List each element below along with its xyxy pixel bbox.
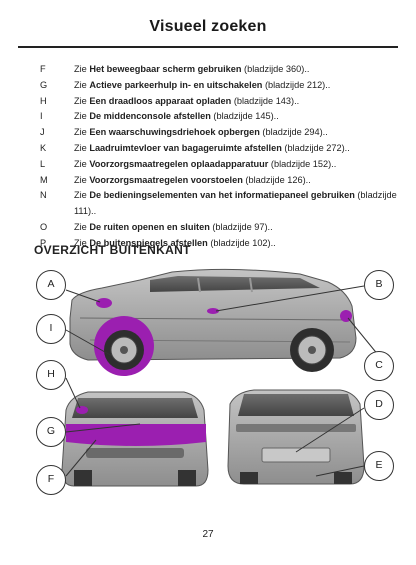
reference-link[interactable]: De bedieningselementen van het informati…: [89, 190, 355, 201]
reference-link[interactable]: De buitenspiegels afstellen: [89, 237, 208, 248]
reference-letter: O: [40, 221, 48, 232]
reference-link[interactable]: Een waarschuwingsdriehoek opbergen: [89, 127, 260, 138]
reference-letter: G: [40, 79, 48, 90]
callout-g[interactable]: G: [36, 417, 66, 447]
callout-b[interactable]: B: [364, 270, 394, 300]
highlight-front-mirror: [76, 406, 88, 414]
page-title: Visueel zoeken: [149, 18, 267, 35]
section-heading: OVERZICHT BUITENKANT: [34, 243, 191, 257]
reference-letter: K: [40, 142, 47, 153]
highlight-front-bumper-sensors: [66, 424, 206, 446]
page-number: 27: [202, 529, 214, 540]
reference-link[interactable]: Laadruimtevloer van bagageruimte afstell…: [89, 142, 282, 153]
reference-link[interactable]: Voorzorgsmaatregelen oplaadapparatuur: [89, 158, 269, 169]
reference-letter: P: [40, 237, 47, 248]
reference-link[interactable]: De middenconsole afstellen: [89, 111, 211, 122]
reference-letter: I: [40, 111, 43, 122]
rear-view-car: [227, 389, 365, 485]
leader-lines: [65, 285, 380, 477]
reference-letter: L: [40, 158, 46, 169]
reference-link[interactable]: Actieve parkeerhulp in- en uitschakelen: [89, 79, 263, 90]
callout-d[interactable]: D: [364, 390, 394, 420]
callout-a[interactable]: A: [36, 270, 66, 300]
reference-link[interactable]: Voorzorgsmaatregelen voorstoelen: [89, 174, 243, 185]
reference-letter: J: [40, 127, 45, 138]
side-view-car: [69, 268, 357, 376]
highlight-mirror: [96, 298, 112, 308]
reference-letter: N: [40, 190, 47, 201]
reference-link[interactable]: Het beweegbaar scherm gebruiken: [89, 64, 242, 74]
reference-letter: M: [40, 174, 48, 185]
callout-c[interactable]: C: [364, 351, 394, 381]
reference-letter: F: [40, 64, 46, 74]
highlight-door-handle: [207, 308, 219, 314]
title-divider: [18, 46, 398, 48]
callout-h[interactable]: H: [36, 360, 66, 390]
reference-link[interactable]: Een draadloos apparaat opladen: [89, 95, 232, 106]
callout-f[interactable]: F: [36, 465, 66, 495]
callout-e[interactable]: E: [364, 451, 394, 481]
reference-letter: H: [40, 95, 47, 106]
callout-i[interactable]: I: [36, 314, 66, 344]
front-view-car: [61, 391, 209, 487]
reference-link[interactable]: De ruiten openen en sluiten: [89, 221, 210, 232]
